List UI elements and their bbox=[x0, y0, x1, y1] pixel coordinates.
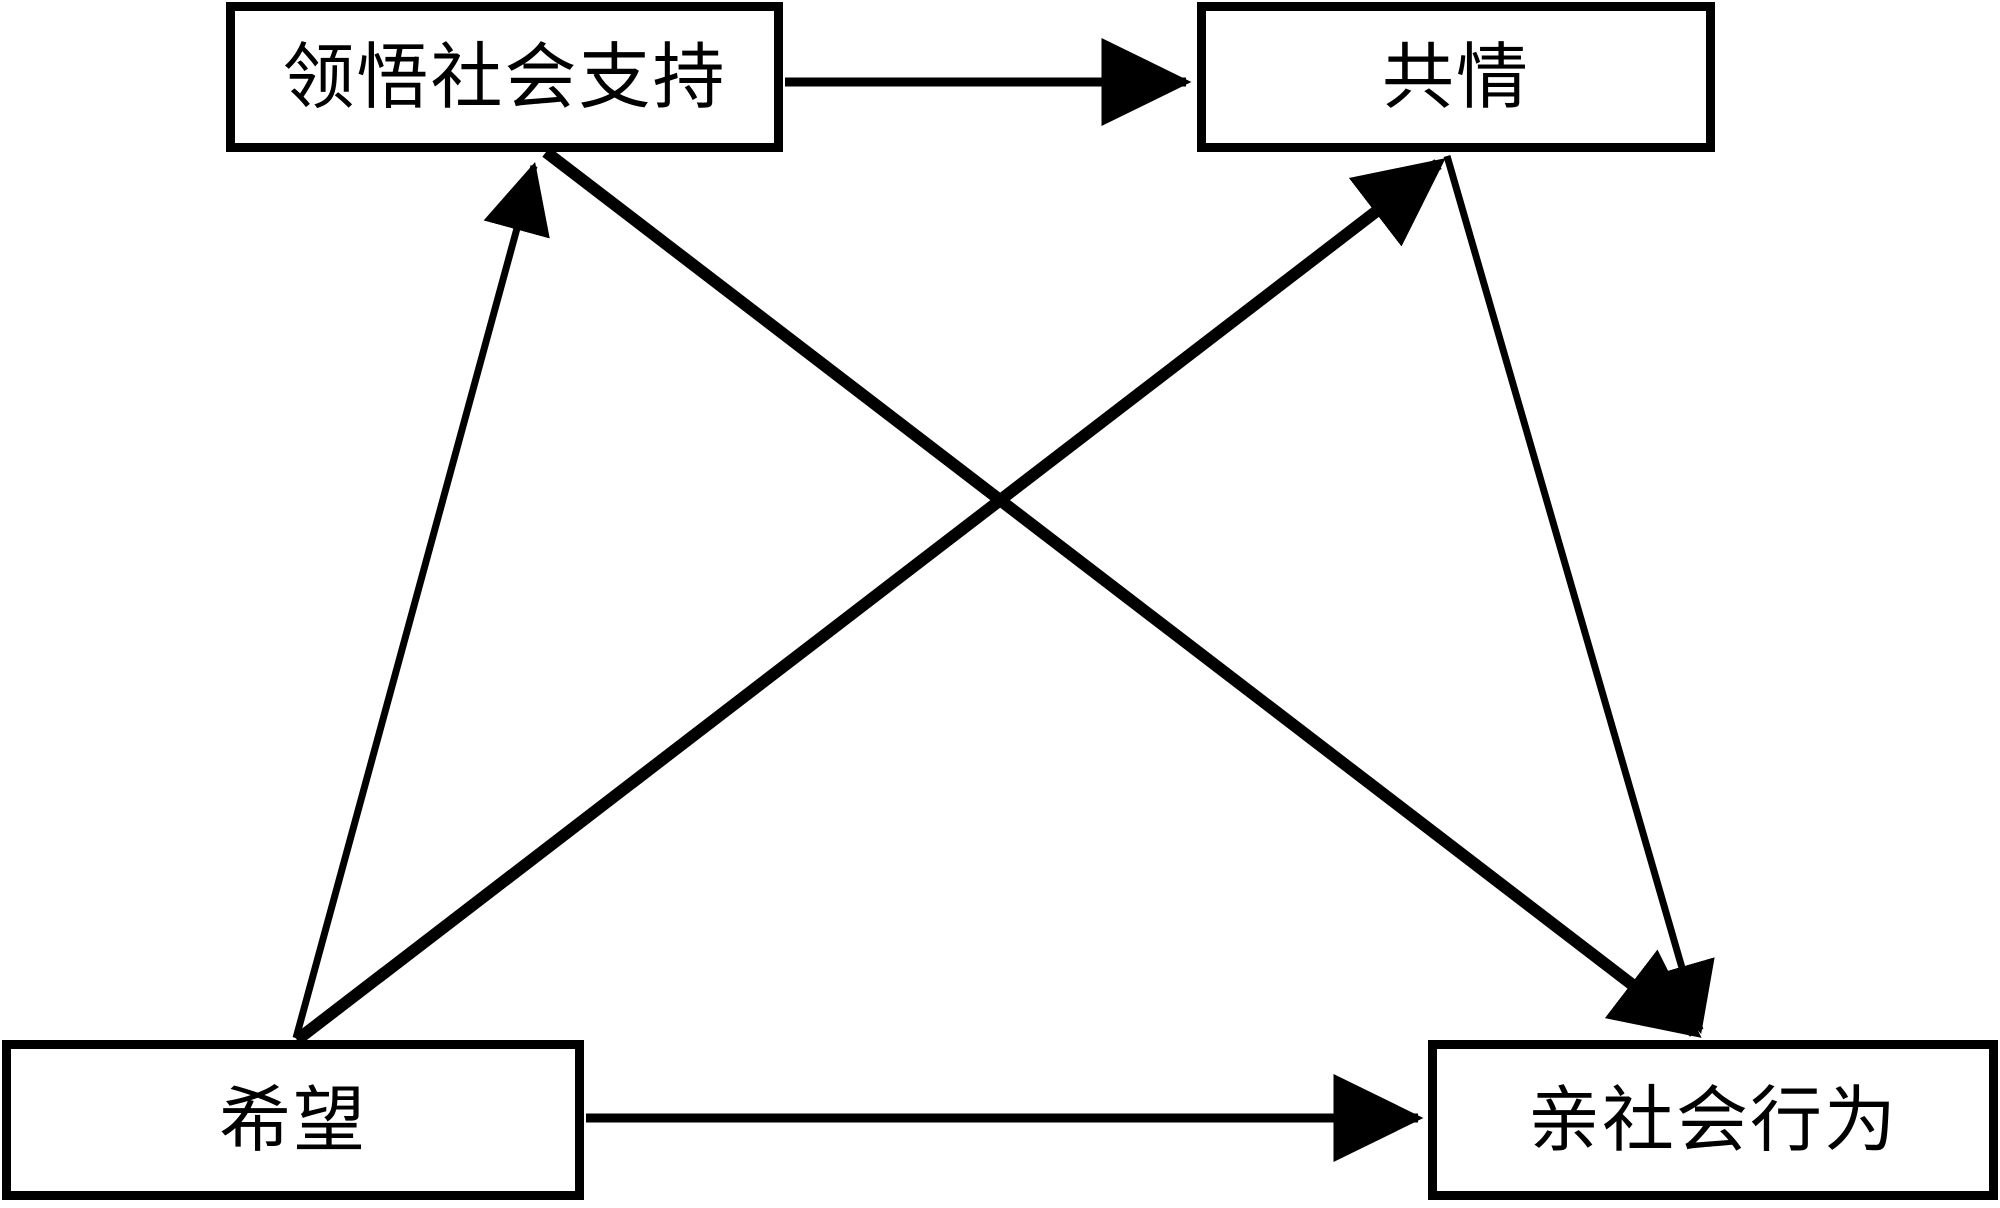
node-prosocial-behavior[interactable]: 亲社会行为 bbox=[1428, 1040, 1998, 1200]
node-label-hope: 希望 bbox=[218, 1078, 367, 1162]
node-label-pss: 领悟社会支持 bbox=[282, 35, 727, 119]
edge-pss-to-pro bbox=[542, 147, 1702, 1038]
edge-hope-to-pss bbox=[292, 161, 550, 1039]
node-perceived-social-support[interactable]: 领悟社会支持 bbox=[226, 2, 783, 152]
node-label-emp: 共情 bbox=[1381, 35, 1530, 119]
node-empathy[interactable]: 共情 bbox=[1197, 2, 1715, 152]
node-label-pro: 亲社会行为 bbox=[1527, 1078, 1898, 1162]
edge-hope-to-emp bbox=[293, 158, 1446, 1045]
edge-emp-to-pro bbox=[1443, 155, 1715, 1035]
node-hope[interactable]: 希望 bbox=[2, 1040, 584, 1200]
